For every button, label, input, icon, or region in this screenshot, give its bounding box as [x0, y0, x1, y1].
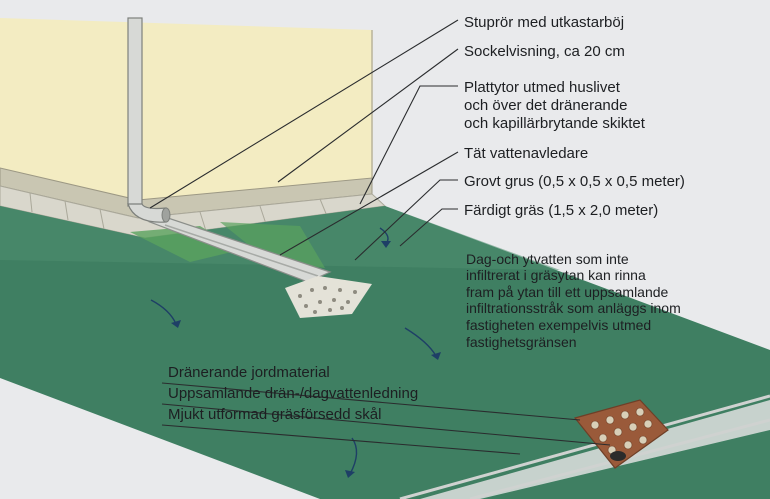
collecting-pipe-end: [610, 451, 626, 461]
label-surface-water-line4: infiltrationsstråk som anläggs inom: [466, 300, 681, 316]
label-coarse-gravel: Grovt grus (0,5 x 0,5 x 0,5 meter): [464, 173, 685, 190]
label-finished-grass: Färdigt gräs (1,5 x 2,0 meter): [464, 202, 658, 219]
label-surface-water-line3: fram på ytan till ett uppsamlande: [466, 284, 669, 300]
label-sealed-drain: Tät vattenavledare: [464, 145, 588, 162]
label-surface-water-line1: Dag-och ytvatten som inte: [466, 251, 629, 267]
paving-joints: [29, 192, 328, 232]
label-downpipe: Stuprör med utkastarböj: [464, 14, 624, 31]
leader-draining-soil: [161, 382, 581, 421]
arrowhead-icon: [171, 320, 181, 328]
leader-sealed-drain: [279, 151, 459, 256]
arrowhead-icon: [381, 241, 391, 248]
coarse-gravel-patch: [285, 276, 372, 318]
label-draining-soil: Dränerande jordmaterial: [168, 364, 330, 381]
leader-grass-swale: [161, 424, 521, 455]
grass-tuft-right: [220, 222, 325, 268]
label-plinth: Sockelvisning, ca 20 cm: [464, 43, 625, 60]
label-collecting-pipe: Uppsamlande drän-/dagvattenledning: [168, 385, 418, 402]
leader-plinth: [277, 48, 459, 183]
label-surface-water-line5: fastigheten exempelvis utmed: [466, 317, 651, 333]
leader-coarse-gravel: [354, 179, 458, 261]
arrowhead-icon: [345, 470, 355, 478]
leader-lines: [149, 19, 611, 455]
arrowhead-icon: [431, 352, 441, 360]
leader-collecting-pipe: [161, 403, 611, 446]
label-surface-water-line6: fastighetsgränsen: [466, 334, 577, 350]
label-paving-line1: Plattytor utmed huslivet: [464, 79, 621, 96]
leader-finished-grass: [399, 208, 458, 247]
flow-arrow-icon: [404, 327, 437, 357]
house-wall: [0, 18, 372, 200]
lawn-ground: [0, 206, 770, 499]
label-paving-line2: och över det dränerande: [464, 97, 627, 114]
leader-paving: [359, 85, 458, 205]
draining-soil-box: [573, 399, 669, 469]
label-grass-swale: Mjukt utformad gräsförsedd skål: [168, 406, 381, 423]
downpipe: [127, 17, 171, 223]
label-surface-water-line2: infiltrerat i gräsytan kan rinna: [466, 267, 646, 283]
flow-arrowheads: [171, 241, 441, 478]
label-paving-line3: och kapillärbrytande skiktet: [464, 115, 646, 132]
leader-downpipe: [149, 19, 459, 209]
flow-arrow-icon: [150, 299, 177, 325]
